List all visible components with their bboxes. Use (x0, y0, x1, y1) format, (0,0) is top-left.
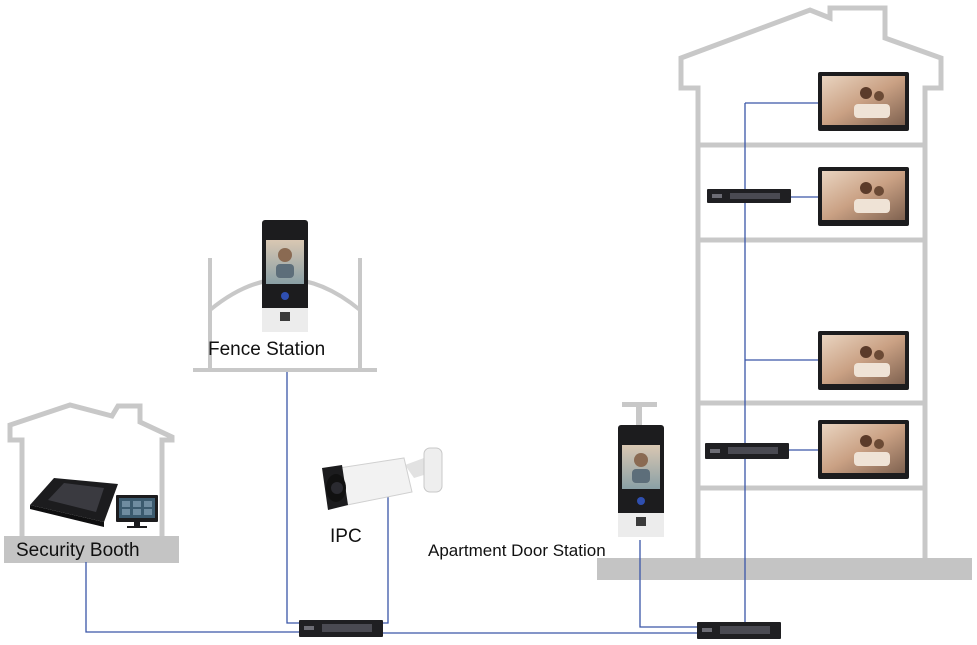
ipc-label: IPC (330, 526, 362, 547)
pc-monitor-icon (116, 495, 158, 528)
security-booth-house (7, 402, 175, 537)
floor-switch-1-icon (707, 189, 791, 203)
apartment-door-station-device-icon (618, 425, 664, 537)
indoor-monitor-4-icon (818, 420, 909, 479)
indoor-monitor-1-icon (818, 72, 909, 131)
main-switch-icon (299, 620, 383, 637)
ipc-camera-icon (322, 447, 443, 510)
cable-door-station (639, 540, 700, 628)
apartment-roof (678, 5, 944, 558)
indoor-monitor-3-icon (818, 331, 909, 390)
fence-station-device-icon (262, 220, 308, 332)
cable-fence (286, 372, 305, 624)
fence-station-label: Fence Station (208, 339, 326, 360)
apartment-door-station-label: Apartment Door Station (428, 541, 606, 560)
cable-ipc (372, 495, 389, 624)
cable-booth (85, 562, 300, 633)
indoor-monitor-2-icon (818, 167, 909, 226)
security-booth-label-bar (4, 536, 179, 563)
desk-console-icon (30, 478, 118, 527)
apartment-building (678, 5, 944, 558)
apartment-ground (597, 558, 972, 580)
building-switch-icon (697, 622, 781, 639)
security-booth-label: Security Booth (16, 540, 140, 561)
door-station-pole (622, 402, 657, 428)
floor-switch-2-icon (705, 443, 789, 459)
